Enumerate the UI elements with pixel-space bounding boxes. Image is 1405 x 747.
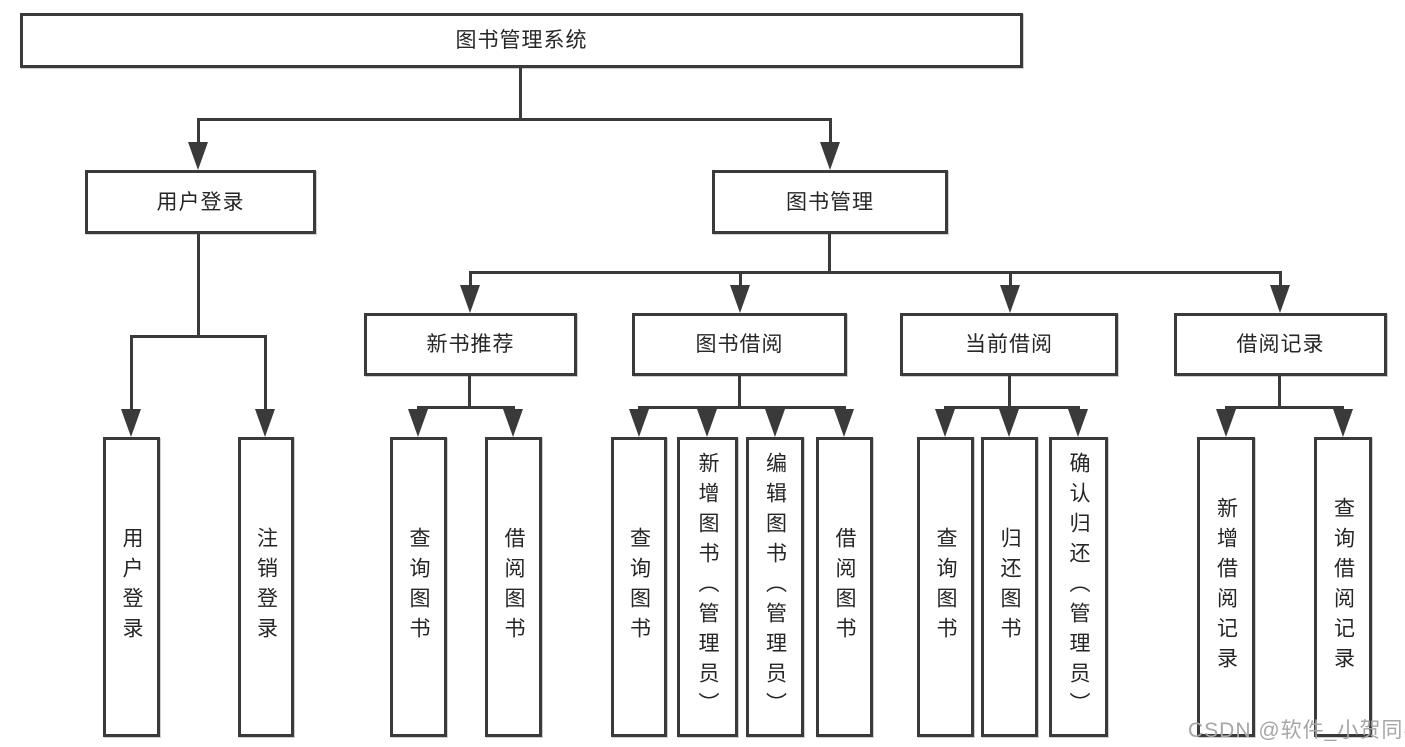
connector-arrowhead-icon <box>697 409 717 437</box>
connector-line <box>197 118 200 148</box>
connector-arrowhead-icon <box>765 409 785 437</box>
connector-line <box>944 406 1080 409</box>
connector-arrowhead-icon <box>1068 409 1088 437</box>
csdn-watermark: CSDN @软件_小贺同学 <box>1188 719 1405 742</box>
node-user-login: 用户登录 <box>85 170 316 234</box>
leaf-add-book-admin: 新增图书（管理员） <box>677 437 738 737</box>
connector-arrowhead-icon <box>935 409 955 437</box>
connector-line <box>829 118 832 148</box>
connector-arrowhead-icon <box>730 285 750 313</box>
connector-arrowhead-icon <box>834 409 854 437</box>
connector-line <box>1225 406 1344 409</box>
connector-arrowhead-icon <box>188 142 208 170</box>
connector-line <box>130 335 267 338</box>
connector-line <box>197 234 200 338</box>
connector-line <box>417 406 515 409</box>
connector-line <box>739 271 742 291</box>
connector-arrowhead-icon <box>820 142 840 170</box>
node-borrow-records: 借阅记录 <box>1174 313 1387 376</box>
connector-line <box>1278 376 1281 409</box>
leaf-query-books-recommend: 查询图书 <box>390 437 447 737</box>
connector-line <box>1009 271 1012 291</box>
leaf-add-borrow-record: 新增借阅记录 <box>1197 437 1255 737</box>
connector-arrowhead-icon <box>1216 409 1236 437</box>
connector-line <box>1279 271 1282 291</box>
leaf-return-book: 归还图书 <box>981 437 1038 737</box>
connector-arrowhead-icon <box>408 409 428 437</box>
connector-line <box>469 271 472 291</box>
connector-arrowhead-icon <box>629 409 649 437</box>
node-book-borrow: 图书借阅 <box>632 313 847 376</box>
connector-arrowhead-icon <box>1333 409 1353 437</box>
connector-arrowhead-icon <box>1000 285 1020 313</box>
leaf-edit-book-admin: 编辑图书（管理员） <box>746 437 804 737</box>
connector-line <box>738 376 741 409</box>
leaf-confirm-return-admin: 确认归还（管理员） <box>1049 437 1108 737</box>
connector-line <box>469 271 1281 274</box>
connector-line <box>468 376 471 409</box>
connector-line <box>828 234 831 274</box>
connector-arrowhead-icon <box>460 285 480 313</box>
leaf-query-borrow-record: 查询借阅记录 <box>1314 437 1372 737</box>
connector-arrowhead-icon <box>503 409 523 437</box>
connector-arrowhead-icon <box>255 409 275 437</box>
connector-arrowhead-icon <box>999 409 1019 437</box>
connector-line <box>519 68 522 120</box>
node-new-book-recommend: 新书推荐 <box>364 313 577 376</box>
connector-line <box>130 335 133 412</box>
leaf-query-books-borrow: 查询图书 <box>611 437 667 737</box>
leaf-query-books-current: 查询图书 <box>917 437 974 737</box>
leaf-logout: 注销登录 <box>238 437 294 737</box>
connector-line <box>197 118 831 121</box>
node-current-borrow: 当前借阅 <box>900 313 1118 376</box>
leaf-borrow-books-recommend: 借阅图书 <box>485 437 542 737</box>
connector-line <box>638 406 846 409</box>
connector-line <box>1008 376 1011 409</box>
connector-arrowhead-icon <box>1270 285 1290 313</box>
connector-line <box>264 335 267 412</box>
node-root: 图书管理系统 <box>20 13 1023 68</box>
leaf-user-login: 用户登录 <box>103 437 160 737</box>
leaf-borrow-books-borrow: 借阅图书 <box>816 437 873 737</box>
node-book-mgmt: 图书管理 <box>712 170 948 234</box>
connector-arrowhead-icon <box>121 409 141 437</box>
